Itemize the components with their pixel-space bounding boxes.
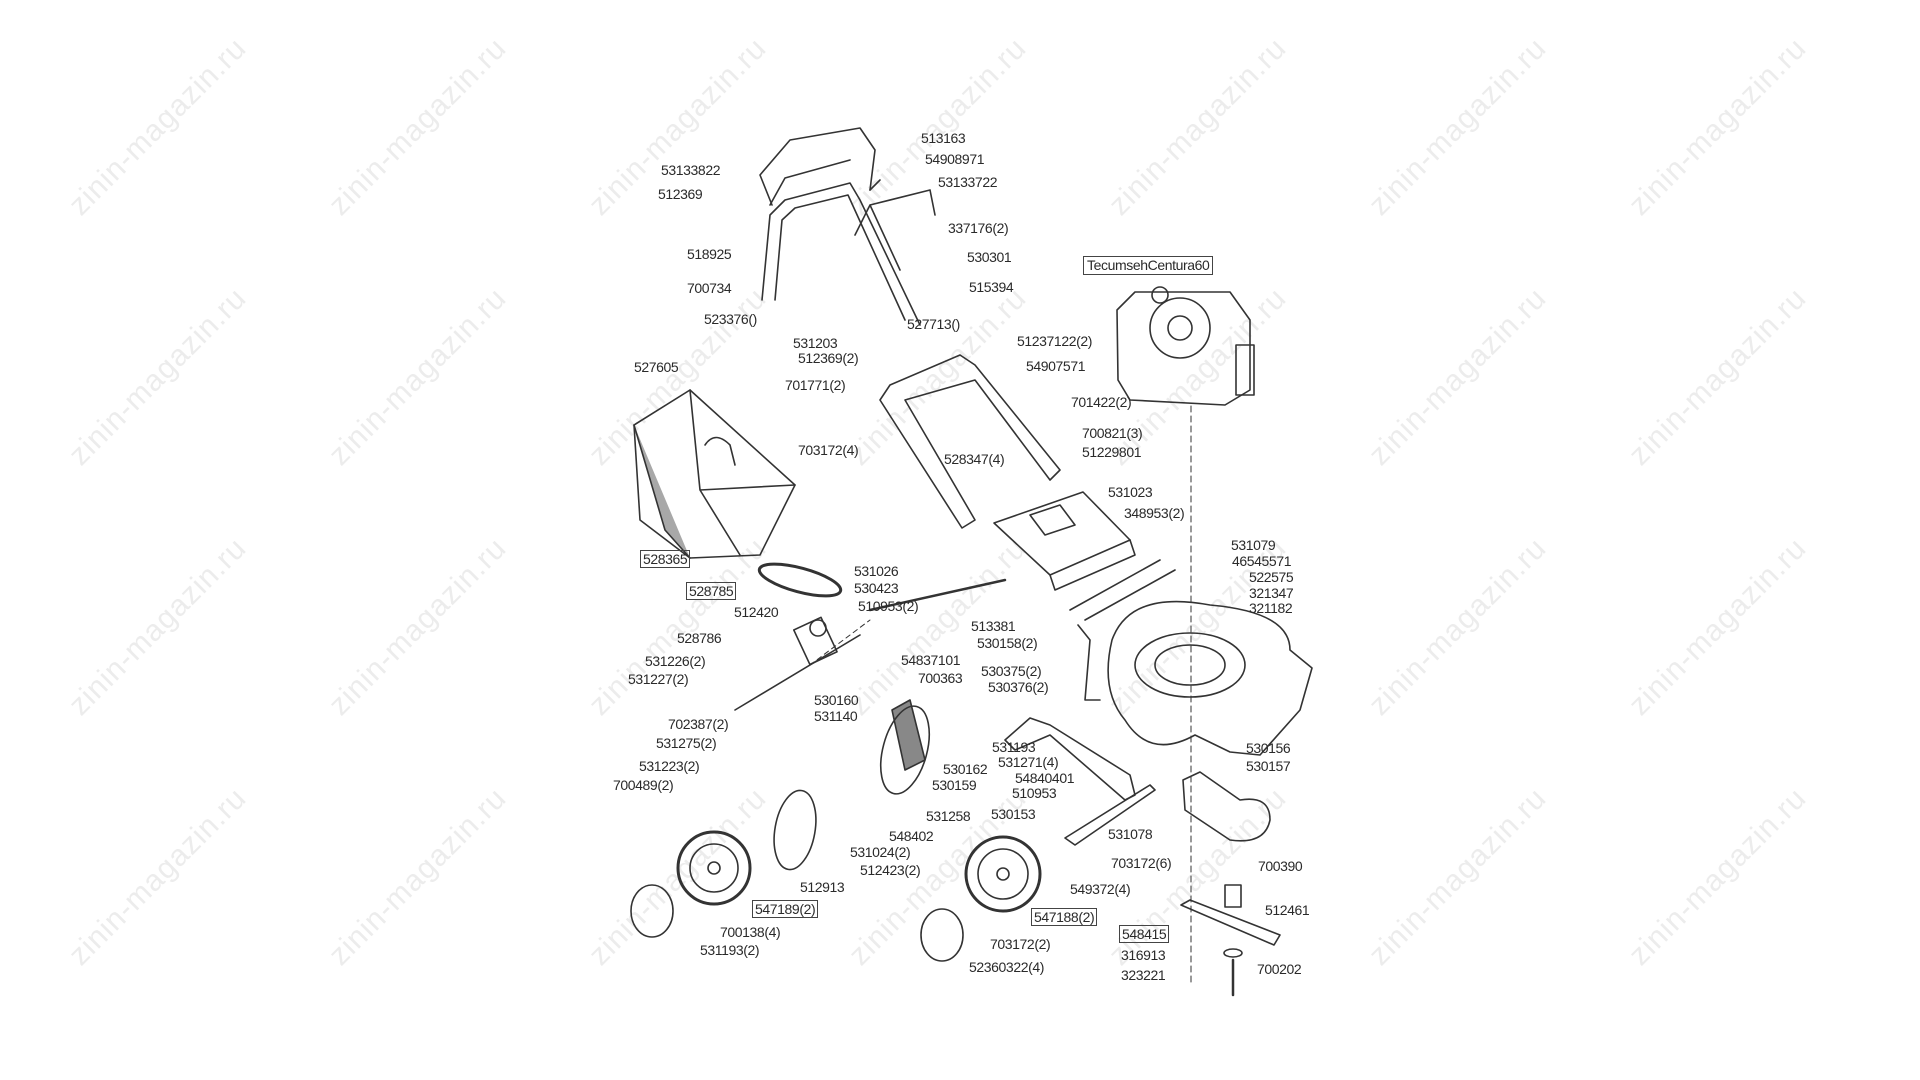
belt-part xyxy=(757,562,843,598)
part-number-label: 323221 xyxy=(1121,967,1166,983)
part-number-label: 531271(4) xyxy=(998,754,1059,770)
part-number-label: 531078 xyxy=(1108,826,1153,842)
part-number-label: 530156 xyxy=(1246,740,1291,756)
part-number-label: 531275(2) xyxy=(656,735,717,751)
blade-part xyxy=(1180,884,1281,997)
baffle-part xyxy=(1182,771,1271,842)
part-number-label: 512369 xyxy=(658,186,703,202)
part-number-label: 531193 xyxy=(992,739,1036,755)
part-number-label: 703172(4) xyxy=(798,442,859,458)
part-number-label: 547188(2) xyxy=(1031,908,1098,926)
front-axle-part xyxy=(1064,784,1156,846)
part-number-label: 348953(2) xyxy=(1124,505,1185,521)
part-number-label: 53133822 xyxy=(661,162,721,178)
part-number-label: 531140 xyxy=(814,708,858,724)
part-number-label: 53133722 xyxy=(938,174,998,190)
drive-shaft-part xyxy=(868,578,1007,612)
part-number-label: 530162 xyxy=(943,761,988,777)
part-number-label: 530376(2) xyxy=(988,679,1049,695)
part-number-label: 700363 xyxy=(918,670,963,686)
part-number-label: 530301 xyxy=(967,249,1012,265)
engine-model-label: TecumsehCentura60 xyxy=(1083,256,1214,275)
part-number-label: 51237122(2) xyxy=(1017,333,1092,349)
part-number-label: 548415 xyxy=(1119,925,1170,943)
part-number-label: 531258 xyxy=(926,808,971,824)
part-number-label: 46545571 xyxy=(1232,553,1292,569)
part-number-label: 54908971 xyxy=(925,151,985,167)
part-number-label: 531203 xyxy=(793,335,838,351)
part-number-label: 547189(2) xyxy=(752,900,819,918)
part-number-label: 54840401 xyxy=(1015,770,1075,786)
part-number-label: 700489(2) xyxy=(613,777,674,793)
part-number-label: 548402 xyxy=(889,828,934,844)
part-number-label: 321347 xyxy=(1249,585,1294,601)
part-number-label: 54907571 xyxy=(1026,358,1086,374)
part-number-label: 52360322(4) xyxy=(969,959,1044,975)
part-number-label: 528347(4) xyxy=(944,451,1005,467)
part-number-label: 337176(2) xyxy=(948,220,1009,236)
part-number-label: 702387(2) xyxy=(668,716,729,732)
part-number-label: 701771(2) xyxy=(785,377,846,393)
part-number-label: 531079 xyxy=(1231,537,1276,553)
part-number-label: 549372(4) xyxy=(1070,881,1131,897)
part-number-label: 700821(3) xyxy=(1082,425,1143,441)
part-number-label: 528786 xyxy=(677,630,722,646)
part-number-label: 531223(2) xyxy=(639,758,700,774)
part-number-label: 530157 xyxy=(1246,758,1291,774)
part-number-label: 700202 xyxy=(1257,961,1302,977)
lower-handle-part xyxy=(879,354,1061,529)
part-number-label: 515394 xyxy=(969,279,1014,295)
part-number-label: 518925 xyxy=(687,246,732,262)
part-number-label: 321182 xyxy=(1249,600,1293,616)
front-wheel-part xyxy=(920,835,1042,962)
main-handle-part xyxy=(761,182,936,326)
part-number-label: 531193(2) xyxy=(700,942,760,958)
part-number-label: 51229801 xyxy=(1082,444,1142,460)
upper-handle-part xyxy=(759,127,881,206)
part-number-label: 700390 xyxy=(1258,858,1303,874)
part-number-label: 510953(2) xyxy=(858,598,919,614)
mower-deck-part xyxy=(1069,559,1313,756)
part-number-label: 530158(2) xyxy=(977,635,1038,651)
part-number-label: 512913 xyxy=(800,879,845,895)
part-number-label: 527713() xyxy=(907,316,960,332)
part-number-label: 512420 xyxy=(734,604,779,620)
part-number-label: 530159 xyxy=(932,777,977,793)
part-number-label: 527605 xyxy=(634,359,679,375)
part-number-label: 528365 xyxy=(640,550,691,568)
grass-bag-part xyxy=(633,389,796,559)
part-number-label: 531026 xyxy=(854,563,899,579)
part-number-label: 528785 xyxy=(686,582,737,600)
part-number-label: 512369(2) xyxy=(798,350,859,366)
part-number-label: 531024(2) xyxy=(850,844,911,860)
rear-wheel-part xyxy=(630,830,752,938)
rear-flap-part xyxy=(993,491,1136,591)
part-number-label: 530153 xyxy=(991,806,1036,822)
part-number-label: 513381 xyxy=(971,618,1016,634)
part-number-label: 530375(2) xyxy=(981,663,1042,679)
rear-axle-part xyxy=(734,616,871,711)
part-number-label: 54837101 xyxy=(901,652,961,668)
part-number-label: 703172(6) xyxy=(1111,855,1172,871)
part-number-label: 531023 xyxy=(1108,484,1153,500)
part-number-label: 512423(2) xyxy=(860,862,921,878)
part-number-label: 530160 xyxy=(814,692,859,708)
part-number-label: 700734 xyxy=(687,280,732,296)
part-number-label: 700138(4) xyxy=(720,924,781,940)
part-number-label: 512461 xyxy=(1265,902,1310,918)
part-number-label: 531226(2) xyxy=(645,653,706,669)
part-number-label: 703172(2) xyxy=(990,936,1051,952)
part-number-label: 316913 xyxy=(1121,947,1166,963)
part-number-label: 513163 xyxy=(921,130,966,146)
engine-part xyxy=(1116,286,1255,406)
part-number-label: 510953 xyxy=(1012,785,1057,801)
side-plate-part xyxy=(773,699,931,871)
part-number-label: 523376() xyxy=(704,311,757,327)
part-number-label: 522575 xyxy=(1249,569,1294,585)
part-number-label: 530423 xyxy=(854,580,899,596)
part-number-label: 531227(2) xyxy=(628,671,689,687)
part-number-label: 701422(2) xyxy=(1071,394,1132,410)
